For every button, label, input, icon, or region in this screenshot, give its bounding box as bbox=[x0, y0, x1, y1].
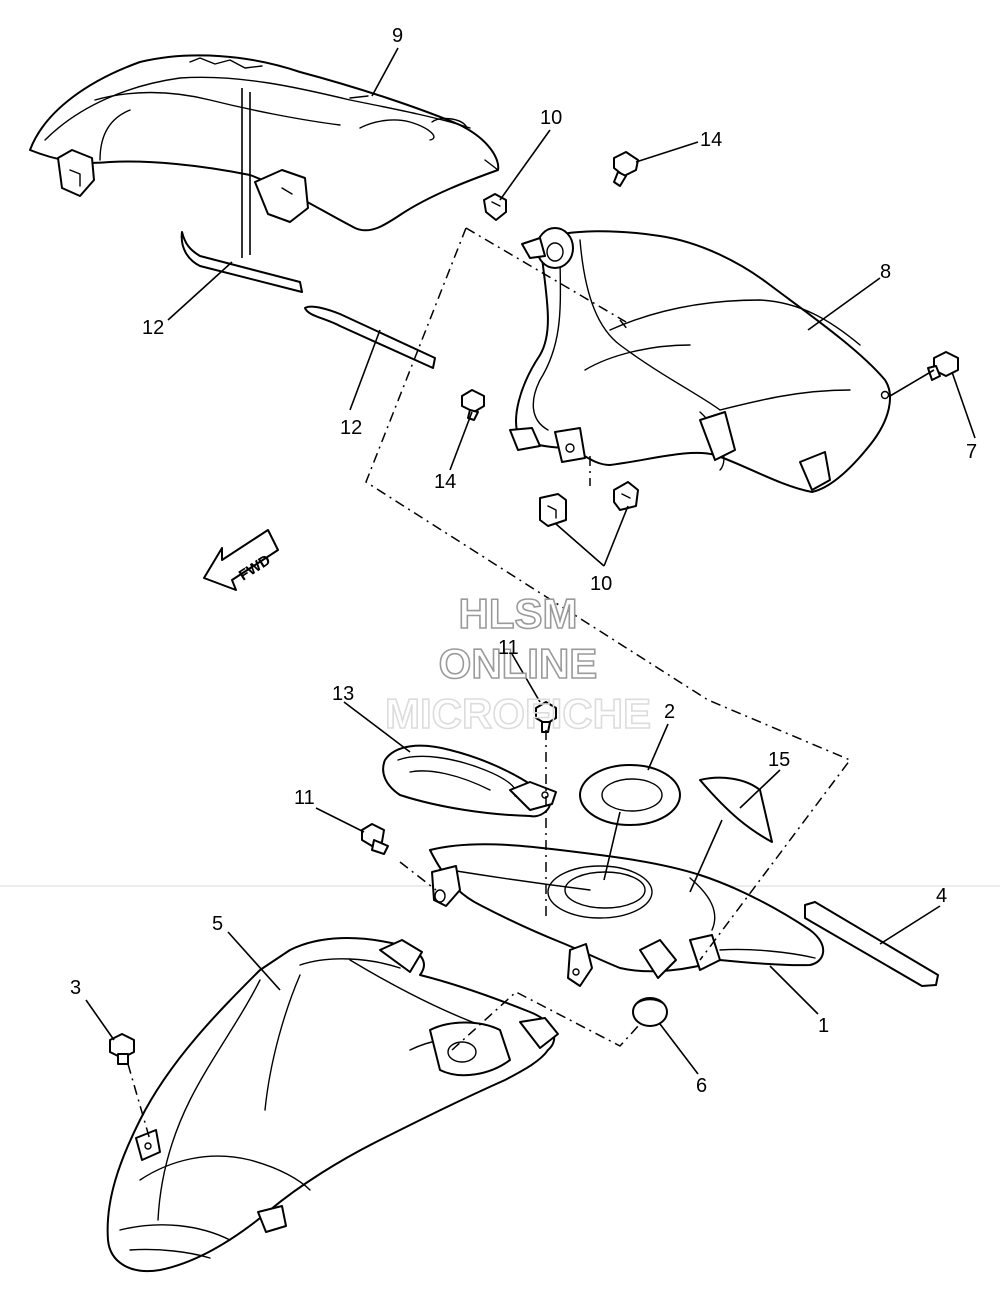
part-11-bolt-top[interactable] bbox=[535, 701, 557, 733]
part-10-clip-top[interactable] bbox=[483, 193, 507, 221]
callout-10-top: 10 bbox=[540, 107, 562, 129]
watermark-line-1: HLSM bbox=[459, 590, 578, 637]
callout-5: 5 bbox=[212, 913, 223, 935]
callout-4: 4 bbox=[936, 885, 947, 907]
callout-15: 15 bbox=[768, 749, 790, 771]
part-10-clip-lower-left[interactable] bbox=[539, 493, 567, 527]
part-12-strip-left[interactable] bbox=[180, 231, 303, 293]
part-14-bolt-top[interactable] bbox=[613, 151, 639, 187]
callout-7: 7 bbox=[966, 441, 977, 463]
part-11-bolt-left[interactable] bbox=[361, 823, 389, 855]
part-3-bolt[interactable] bbox=[109, 1033, 135, 1065]
callout-11-left: 11 bbox=[294, 787, 315, 809]
watermark: HLSM ONLINE MICROFICHE bbox=[384, 589, 652, 738]
callout-leaders bbox=[85, 47, 976, 1075]
callout-8: 8 bbox=[880, 261, 891, 283]
part-8-tank-cover[interactable] bbox=[509, 230, 891, 493]
part-1-lower-panel[interactable] bbox=[429, 843, 825, 987]
callout-9: 9 bbox=[392, 25, 403, 47]
callout-11-top: 11 bbox=[498, 637, 519, 659]
callout-1: 1 bbox=[818, 1015, 829, 1037]
callout-10-bottom: 10 bbox=[590, 573, 612, 595]
part-5-front-cowl[interactable] bbox=[106, 937, 559, 1273]
part-4-strip[interactable] bbox=[804, 901, 939, 987]
fwd-direction-arrow: FWD bbox=[203, 529, 279, 591]
part-2-ring[interactable] bbox=[579, 764, 681, 826]
callout-6: 6 bbox=[696, 1075, 707, 1097]
part-13-pad[interactable] bbox=[382, 744, 557, 818]
part-6-cap[interactable] bbox=[632, 997, 668, 1027]
callout-14-top: 14 bbox=[700, 129, 722, 151]
callout-12-right: 12 bbox=[340, 417, 362, 439]
watermark-line-3: MICROFICHE bbox=[385, 690, 651, 737]
part-12-strip-right[interactable] bbox=[304, 305, 436, 369]
part-7-bolt[interactable] bbox=[927, 351, 959, 381]
callout-14-left: 14 bbox=[434, 471, 456, 493]
callout-13: 13 bbox=[332, 683, 354, 705]
callout-2: 2 bbox=[664, 701, 675, 723]
callout-3: 3 bbox=[70, 977, 81, 999]
callout-labels: 9 10 14 8 7 12 12 14 10 13 11 11 2 15 4 … bbox=[70, 25, 977, 1097]
callout-12-left: 12 bbox=[142, 317, 164, 339]
part-8-grommet[interactable] bbox=[521, 227, 574, 269]
assembly-guide-lines bbox=[127, 227, 852, 1141]
part-14-bolt-left[interactable] bbox=[461, 389, 485, 421]
watermark-line-2: ONLINE bbox=[439, 640, 598, 687]
part-9-upper-cover[interactable] bbox=[29, 54, 500, 232]
part-10-clip-lower-right[interactable] bbox=[613, 481, 639, 511]
